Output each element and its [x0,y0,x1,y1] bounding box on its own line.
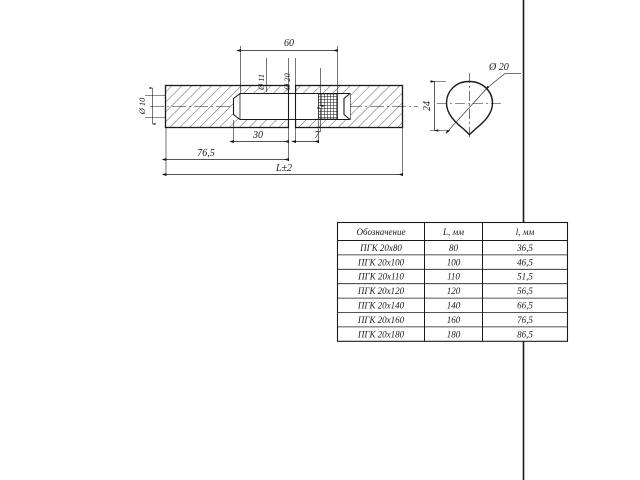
table-cell-r3-c0: ПГК 20х120 [357,286,405,296]
table-cell-r6-c1: 180 [447,329,461,339]
teardrop-section-view: 24 Ø 20 [422,62,521,140]
table-cell-r5-c1: 160 [447,315,461,325]
dimension-7-label: 7 [315,130,321,141]
diameter-10-label: Ø 10 [137,97,147,116]
diameter-20-section-label: Ø 20 [488,62,509,73]
dimension-7: 7 [291,130,321,143]
dimension-765-label: 76,5 [197,148,215,159]
dimension-30: 30 [229,130,289,143]
table-cell-r4-c2: 66,5 [517,301,533,311]
table-cell-r6-c2: 86,5 [517,329,533,339]
table-cell-r1-c2: 46,5 [517,257,533,267]
diameter-20-label: Ø 20 [282,72,292,91]
table-cell-r5-c2: 76,5 [517,315,533,325]
diameter-11-label: Ø 11 [256,74,266,91]
table-cell-r0-c1: 80 [449,243,459,253]
table-cell-r6-c0: ПГК 20х180 [357,329,405,339]
diameter-20-callout: Ø 20 [282,72,292,91]
dimension-60-label: 60 [284,38,294,49]
table-header-1: L, мм [442,227,464,237]
table-cell-r0-c0: ПГК 20х80 [359,243,402,253]
table-cell-r4-c0: ПГК 20х140 [357,301,405,311]
table-cell-r0-c2: 36,5 [516,243,533,253]
extension-lines [240,46,338,93]
diameter-10-callout: Ø 10 [137,86,165,126]
table-cell-r1-c0: ПГК 20х100 [357,257,405,267]
dimension-24-label: 24 [422,101,433,111]
dimension-765: 76,5 [161,148,289,161]
pin-body [232,92,351,121]
table-cell-r4-c1: 140 [447,301,461,311]
table-cell-r5-c0: ПГК 20х160 [357,315,405,325]
table-header-2: l, мм [516,227,535,237]
diameter-20-leader: Ø 20 [445,62,521,134]
dimension-total-length: L±2 [161,163,403,176]
specification-table: Обозначение L, мм l, мм ПГК 20х80 80 36,5ПГК … [336,221,569,342]
dimension-24: 24 [422,80,450,132]
table-cell-r2-c2: 51,5 [517,272,533,282]
table-header-0: Обозначение [357,227,406,237]
main-section-view: 60 Ø 11 Ø 20 Ø 10 [137,38,418,176]
table-outline [336,221,569,342]
table-cell-r1-c1: 100 [447,257,461,267]
table-cell-r2-c0: ПГК 20х110 [357,272,404,282]
dimension-60: 60 [236,38,338,52]
table-cell-r2-c1: 110 [447,272,460,282]
table-cell-r3-c2: 56,5 [517,286,533,296]
diameter-11-callout: Ø 11 [256,68,324,132]
dimension-30-label: 30 [252,130,263,141]
table-cell-r3-c1: 120 [447,286,461,296]
dimension-total-length-label: L±2 [275,163,292,174]
